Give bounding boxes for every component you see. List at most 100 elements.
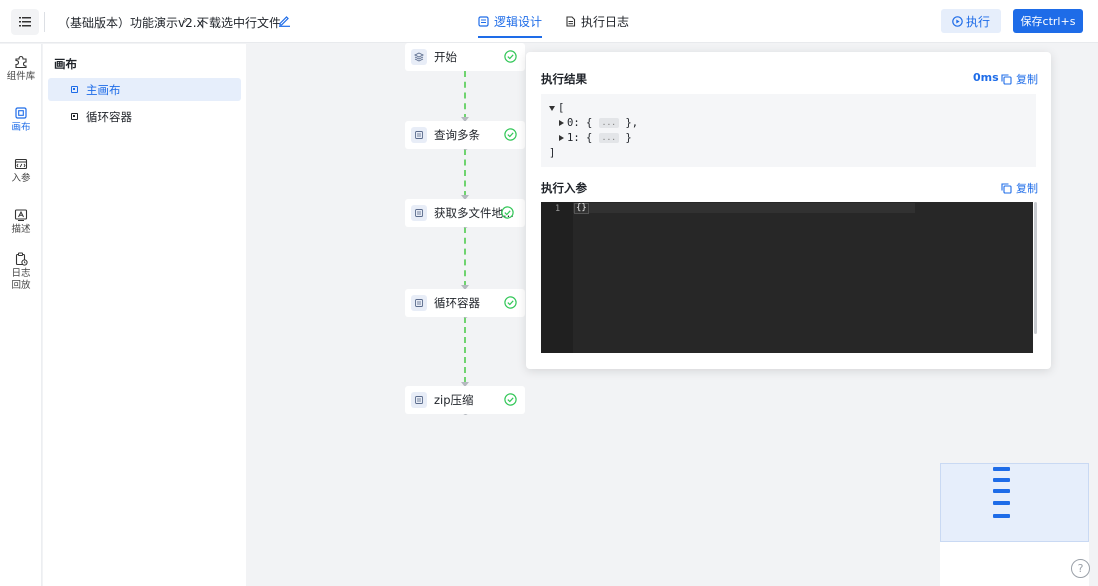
menu-toggle-button[interactable] xyxy=(11,9,39,35)
breadcrumb-project[interactable]: （基础版本）功能演示v2.x xyxy=(58,16,204,30)
flow-node-start[interactable]: 开始 xyxy=(405,43,525,71)
canvas-node-icon xyxy=(71,86,78,93)
flow-node-label: 查询多条 xyxy=(434,128,480,142)
rail-label-canvas: 画布 xyxy=(11,122,31,133)
tree-item-loop-container[interactable]: 循环容器 xyxy=(48,105,241,128)
rail-item-describe[interactable]: 描述 xyxy=(0,208,42,236)
run-button-label: 执行 xyxy=(965,14,990,29)
edge-arrow xyxy=(461,285,469,290)
editor-code-text[interactable]: {} xyxy=(574,203,589,214)
play-circle-icon xyxy=(952,15,963,27)
flow-node-loop-container[interactable]: 循环容器 xyxy=(405,289,525,317)
success-check-icon xyxy=(504,50,517,63)
tab-logic-design[interactable]: 逻辑设计 xyxy=(478,0,543,43)
copy-input-button[interactable]: 复制 xyxy=(1001,180,1038,196)
execution-duration: 0ms xyxy=(973,71,999,84)
left-rail: 组件库 画布 入参 描述 日志回放 xyxy=(0,44,42,586)
json-brace: { xyxy=(585,132,593,144)
result-title: 执行结果 xyxy=(541,72,587,86)
layers-icon xyxy=(411,49,427,65)
tree-item-main-canvas[interactable]: 主画布 xyxy=(48,78,241,101)
describe-icon xyxy=(14,209,28,221)
input-params-code-editor[interactable]: 1 {} xyxy=(541,202,1033,353)
save-button[interactable]: 保存ctrl+s xyxy=(1013,9,1083,33)
edge-arrow xyxy=(461,195,469,200)
collapsed-ellipsis[interactable]: ... xyxy=(598,133,620,143)
json-item-1[interactable]: 1: { ... } xyxy=(559,132,632,144)
json-brace: } xyxy=(625,132,632,144)
minimap-node xyxy=(993,501,1010,505)
list-icon xyxy=(19,17,31,27)
minimap-viewport[interactable] xyxy=(940,463,1089,542)
edit-icon[interactable] xyxy=(278,14,291,27)
rail-item-params[interactable]: 入参 xyxy=(0,157,42,185)
flow-node-label: 开始 xyxy=(434,50,457,64)
log-replay-icon xyxy=(15,252,28,266)
minimap-node xyxy=(993,478,1010,482)
flow-node-label: 获取多文件地... xyxy=(434,206,514,220)
breadcrumb-flow-name: 下载选中行文件 xyxy=(197,16,282,30)
json-item-0[interactable]: 0: { ... }, xyxy=(559,117,638,129)
editor-scrollbar[interactable] xyxy=(1034,202,1037,334)
minimap-node xyxy=(993,467,1010,471)
tab-execution-log-label: 执行日志 xyxy=(581,15,630,29)
json-key: 1: xyxy=(567,132,580,144)
design-doc-icon xyxy=(478,16,489,27)
canvas-minimap[interactable] xyxy=(940,463,1089,586)
edge-arrow xyxy=(461,117,469,122)
copy-icon xyxy=(1001,182,1012,194)
json-root-line[interactable]: [ xyxy=(549,102,564,114)
expand-triangle-icon[interactable] xyxy=(559,120,564,126)
collapsed-ellipsis[interactable]: ... xyxy=(598,118,620,128)
node-doc-icon xyxy=(411,295,427,311)
canvas-icon xyxy=(15,107,27,119)
rail-item-log-replay[interactable]: 日志回放 xyxy=(0,252,42,292)
success-check-icon xyxy=(504,296,517,309)
tab-logic-design-label: 逻辑设计 xyxy=(494,15,543,29)
node-doc-icon xyxy=(411,205,427,221)
execution-result-popover: 执行结果 0ms 复制 [ 0: { ... }, 1: { ... } ] 执… xyxy=(526,52,1051,369)
rail-item-components[interactable]: 组件库 xyxy=(0,55,42,83)
tree-item-label: 循环容器 xyxy=(86,109,132,124)
log-file-icon xyxy=(566,16,576,27)
collapse-triangle-icon[interactable] xyxy=(549,105,555,111)
flow-node-query-many[interactable]: 查询多条 xyxy=(405,121,525,149)
json-bracket: [ xyxy=(558,102,565,114)
editor-gutter: 1 xyxy=(541,202,573,353)
rail-label-log-replay: 日志回放 xyxy=(11,268,31,291)
copy-label: 复制 xyxy=(1016,73,1038,86)
top-header: （基础版本）功能演示v2.x › 下载选中行文件 逻辑设计 执行日志 执行 保存… xyxy=(0,0,1098,43)
params-icon xyxy=(14,158,28,170)
rail-label-describe: 描述 xyxy=(11,224,31,235)
success-check-icon xyxy=(504,128,517,141)
edge-arrow xyxy=(461,382,469,387)
help-button[interactable]: ? xyxy=(1071,559,1090,578)
expand-triangle-icon[interactable] xyxy=(559,135,564,141)
run-button[interactable]: 执行 xyxy=(941,9,1001,33)
result-json-viewer[interactable]: [ 0: { ... }, 1: { ... } ] xyxy=(541,94,1036,167)
minimap-node xyxy=(993,514,1010,518)
puzzle-icon xyxy=(15,55,27,69)
flow-edge xyxy=(464,317,466,383)
rail-label-params: 入参 xyxy=(11,173,31,184)
line-number: 1 xyxy=(555,204,561,214)
flow-node-zip[interactable]: zip压缩 xyxy=(405,386,525,414)
flow-edge xyxy=(464,71,466,120)
flow-node-label: 循环容器 xyxy=(434,296,480,310)
json-key: 0: xyxy=(567,117,580,129)
input-params-title: 执行入参 xyxy=(541,181,587,195)
rail-item-canvas[interactable]: 画布 xyxy=(0,106,42,134)
tree-title: 画布 xyxy=(54,57,77,71)
tree-item-label: 主画布 xyxy=(86,82,121,97)
header-divider xyxy=(44,12,45,32)
node-doc-icon xyxy=(411,392,427,408)
tab-execution-log[interactable]: 执行日志 xyxy=(565,0,629,43)
canvas-node-icon xyxy=(71,113,78,120)
flow-node-get-file-urls[interactable]: 获取多文件地... xyxy=(405,199,525,227)
flow-node-label: zip压缩 xyxy=(434,393,474,407)
flow-edge xyxy=(464,227,466,287)
minimap-node xyxy=(993,489,1010,493)
copy-result-button[interactable]: 复制 xyxy=(1001,71,1038,87)
copy-label: 复制 xyxy=(1016,182,1038,195)
copy-icon xyxy=(1001,73,1012,85)
